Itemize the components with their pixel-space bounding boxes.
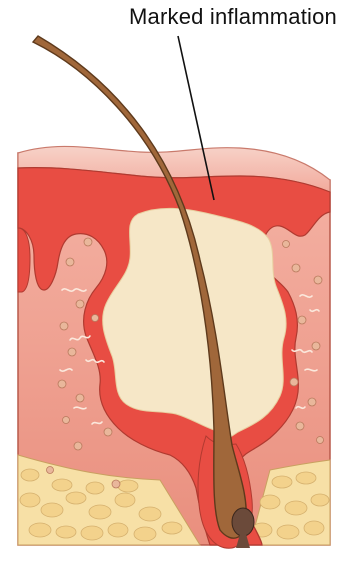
- dermal-papilla: [232, 508, 254, 536]
